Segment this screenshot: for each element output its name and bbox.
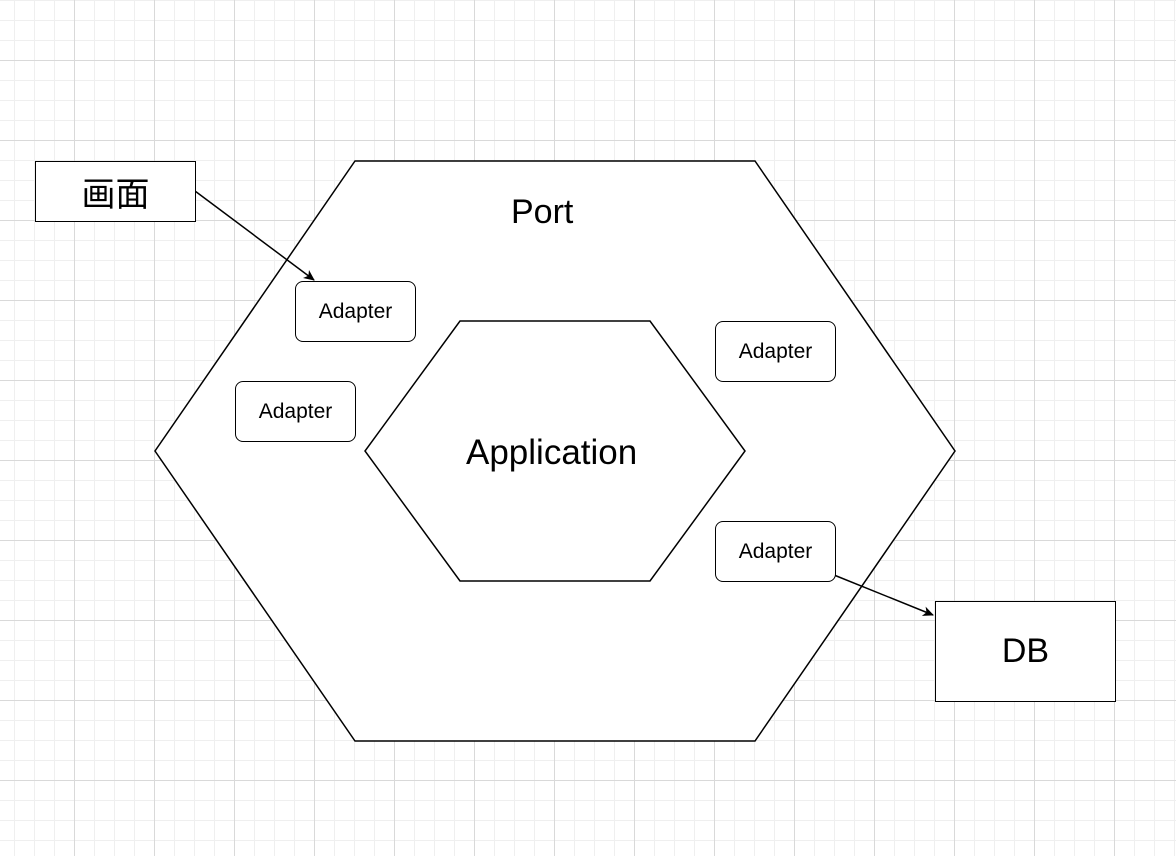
screen-box-label: 画面 <box>81 176 150 214</box>
db-box[interactable]: DB <box>935 601 1116 702</box>
screen-to-adapter-arrow[interactable] <box>194 190 315 281</box>
adapter-to-db-arrow[interactable] <box>833 574 934 616</box>
application-label: Application <box>466 433 638 472</box>
port-label: Port <box>511 193 574 231</box>
adapter-label: Adapter <box>738 339 813 363</box>
adapter-top-left[interactable]: Adapter <box>295 281 416 342</box>
adapter-label: Adapter <box>258 399 333 423</box>
application-hexagon[interactable] <box>364 320 746 582</box>
screen-box[interactable]: 画面 <box>35 161 196 222</box>
adapter-bottom-right[interactable]: Adapter <box>715 521 836 582</box>
adapter-label: Adapter <box>318 299 393 323</box>
adapter-middle-left[interactable]: Adapter <box>235 381 356 442</box>
adapter-label: Adapter <box>738 539 813 563</box>
adapter-top-right[interactable]: Adapter <box>715 321 836 382</box>
db-box-label: DB <box>1001 632 1050 670</box>
